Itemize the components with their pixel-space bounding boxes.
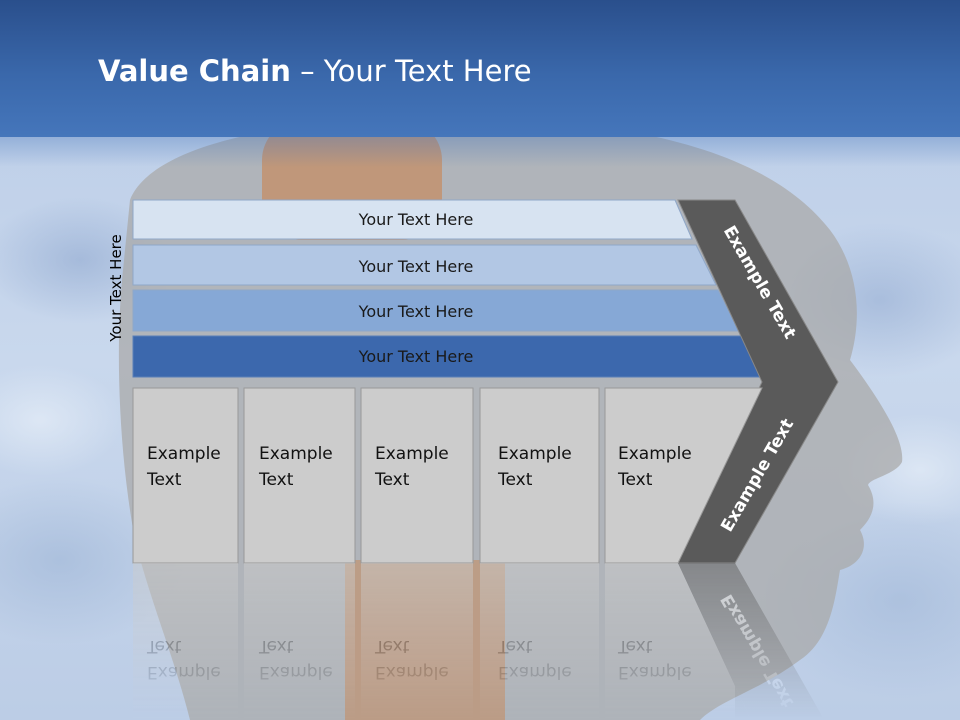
cell-line2: Text xyxy=(146,470,182,490)
cell-line2: Text xyxy=(617,470,653,490)
cell-line2: Text xyxy=(374,470,410,490)
row-label: Your Text Here xyxy=(358,257,474,276)
reflection: Example Text Example Text Example Text E… xyxy=(133,563,825,720)
cell-line1: Example xyxy=(147,444,221,464)
cell-3: Example Text xyxy=(479,387,600,564)
reflection-text: Text xyxy=(258,636,294,656)
row-bar xyxy=(132,199,693,240)
reflection-text: Example xyxy=(375,662,449,682)
title-rest: – Your Text Here xyxy=(290,54,532,88)
reflection-cell xyxy=(244,563,355,720)
cell-line1: Example xyxy=(618,444,692,464)
row-label: Your Text Here xyxy=(358,210,474,229)
cell-0: Example Text xyxy=(132,387,239,564)
cell-line1: Example xyxy=(259,444,333,464)
row-bar xyxy=(132,244,717,286)
cell-2: Example Text xyxy=(360,387,474,564)
cell-line1: Example xyxy=(498,444,572,464)
row-label: Your Text Here xyxy=(358,302,474,321)
reflection-text: Example xyxy=(147,662,221,682)
row-2: Your Text Here xyxy=(132,289,740,332)
reflection-text: Text xyxy=(146,636,182,656)
activity-cells: Example Text Example Text Example Text E… xyxy=(132,387,763,564)
slide-title: Value Chain – Your Text Here xyxy=(98,54,532,88)
cell-box xyxy=(243,387,356,564)
reflection-cell xyxy=(605,563,754,720)
cell-box xyxy=(479,387,600,564)
reflection-text: Text xyxy=(497,636,533,656)
reflection-text: Example xyxy=(498,662,572,682)
reflection-text: Example xyxy=(618,662,692,682)
side-label: Your Text Here xyxy=(107,234,125,342)
cell-box xyxy=(360,387,474,564)
row-label: Your Text Here xyxy=(358,347,474,366)
reflection-chevron-tip xyxy=(678,563,825,720)
cell-line1: Example xyxy=(375,444,449,464)
cell-line2: Text xyxy=(497,470,533,490)
reflection-cell xyxy=(480,563,599,720)
title-bold: Value Chain xyxy=(98,54,291,88)
reflection-text: Text xyxy=(617,636,653,656)
header-fade xyxy=(0,137,960,167)
row-0: Your Text Here xyxy=(132,199,693,240)
cell-line2: Text xyxy=(258,470,294,490)
cell-1: Example Text xyxy=(243,387,356,564)
row-3: Your Text Here xyxy=(132,335,763,378)
row-1: Your Text Here xyxy=(132,244,717,286)
header-bar xyxy=(0,0,960,137)
reflection-cell xyxy=(361,563,473,720)
reflection-text: Example xyxy=(259,662,333,682)
reflection-cell xyxy=(133,563,238,720)
cell-box xyxy=(132,387,239,564)
reflection-text: Text xyxy=(374,636,410,656)
